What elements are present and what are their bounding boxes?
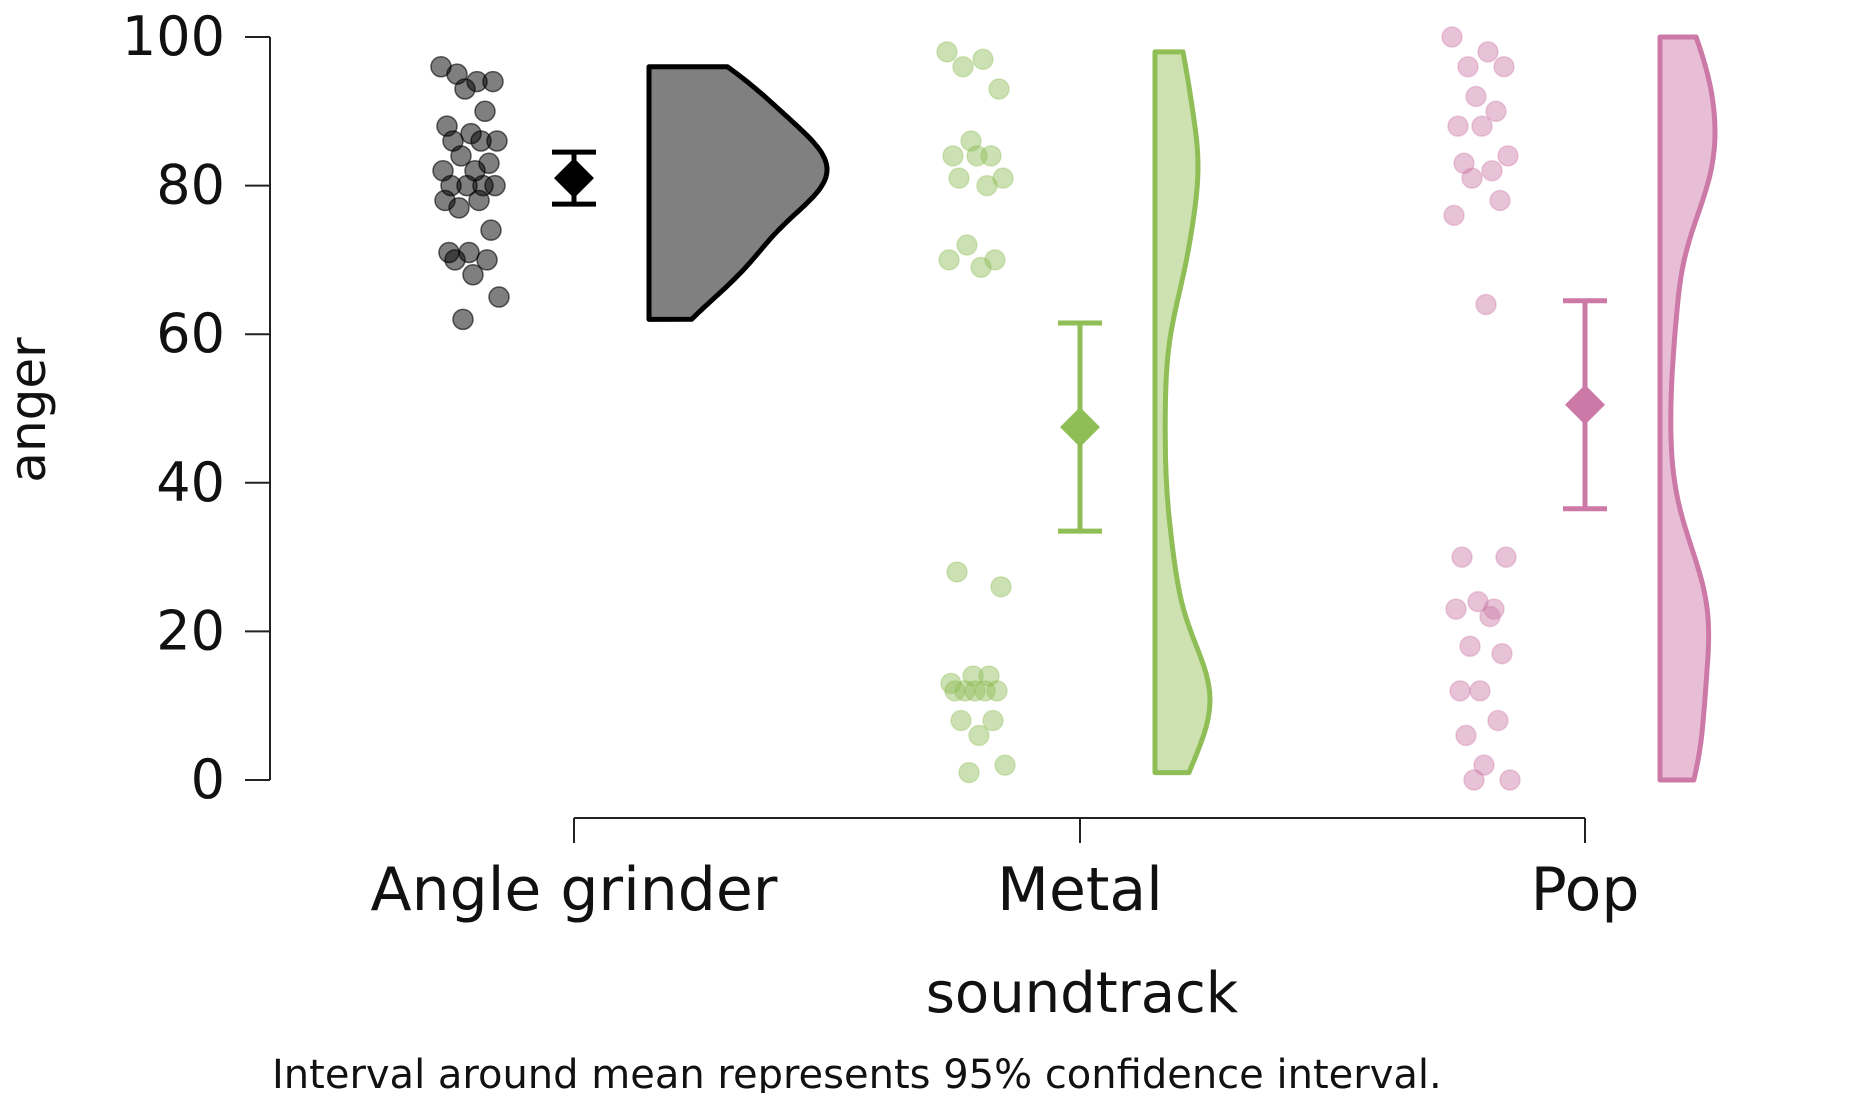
- data-point: [956, 234, 978, 256]
- groups: [430, 26, 1718, 791]
- group-angle-grinder: [430, 55, 830, 331]
- mean-marker: [554, 158, 594, 199]
- data-point: [936, 41, 958, 63]
- data-point: [448, 197, 470, 219]
- data-point: [1481, 159, 1503, 182]
- data-point: [1463, 769, 1485, 791]
- data-point: [992, 167, 1014, 189]
- data-point: [1489, 189, 1511, 212]
- group-pop: [1441, 26, 1718, 791]
- data-point: [1471, 115, 1493, 137]
- density-half-violin: [1657, 34, 1718, 783]
- data-point: [482, 70, 504, 93]
- data-point: [964, 680, 986, 702]
- data-point: [452, 308, 474, 331]
- data-point: [962, 665, 984, 687]
- y-tick-label: 20: [156, 599, 225, 662]
- data-point: [1449, 680, 1471, 702]
- data-point: [1455, 724, 1477, 747]
- caption: Interval around mean represents 95% conf…: [272, 1052, 1442, 1093]
- y-axis-label: anger: [0, 337, 57, 483]
- data-point: [1473, 754, 1495, 776]
- data-point: [938, 249, 960, 271]
- data-point: [1461, 167, 1483, 189]
- data-point: [948, 167, 970, 189]
- data-point: [946, 561, 968, 583]
- data-point: [470, 130, 492, 152]
- data-point: [1475, 293, 1497, 316]
- data-point: [940, 672, 962, 695]
- x-tick-label: Metal: [997, 855, 1163, 925]
- data-point: [1457, 55, 1479, 78]
- data-point: [480, 219, 502, 241]
- data-point: [1441, 26, 1463, 48]
- x-tick-label: Pop: [1531, 855, 1640, 925]
- data-point: [462, 264, 484, 286]
- data-point: [1443, 204, 1465, 227]
- data-point: [1467, 590, 1489, 613]
- x-tick-label: Angle grinder: [371, 855, 778, 925]
- data-point: [454, 78, 476, 100]
- data-point: [972, 48, 994, 71]
- data-point: [468, 189, 490, 212]
- data-point: [984, 249, 1006, 271]
- data-point: [976, 174, 998, 197]
- data-point: [1465, 85, 1487, 108]
- y-tick-label: 80: [156, 154, 225, 217]
- data-point: [1499, 769, 1521, 791]
- data-point: [954, 680, 976, 702]
- data-point: [1459, 635, 1481, 658]
- data-point: [444, 249, 466, 271]
- y-tick-label: 0: [191, 748, 225, 811]
- data-point: [994, 754, 1016, 776]
- density-half-violin: [1152, 49, 1213, 776]
- data-point: [974, 680, 996, 702]
- mean-marker: [1060, 407, 1100, 448]
- data-point: [980, 145, 1002, 167]
- data-point: [1487, 709, 1509, 732]
- group-metal: [936, 41, 1213, 784]
- data-point: [1447, 115, 1469, 137]
- density-half-violin: [646, 64, 830, 322]
- data-point: [1445, 598, 1467, 620]
- data-point: [1451, 546, 1473, 568]
- data-point: [1483, 598, 1505, 620]
- data-point: [1491, 642, 1513, 665]
- data-point: [450, 145, 472, 167]
- data-point: [960, 130, 982, 152]
- y-tick-label: 40: [156, 451, 225, 514]
- data-point: [958, 761, 980, 784]
- data-point: [988, 78, 1010, 100]
- y-tick-label: 60: [156, 302, 225, 365]
- data-point: [1479, 605, 1501, 628]
- data-point: [1493, 55, 1515, 78]
- data-point: [1453, 152, 1475, 175]
- data-point: [970, 256, 992, 279]
- data-point: [1485, 100, 1507, 123]
- data-point: [1477, 41, 1499, 63]
- data-point: [476, 249, 498, 271]
- data-point: [982, 709, 1004, 732]
- data-point: [966, 145, 988, 167]
- data-point: [1495, 546, 1517, 568]
- data-point: [968, 724, 990, 747]
- data-point: [950, 709, 972, 732]
- data-point: [990, 576, 1012, 598]
- data-point: [488, 286, 510, 308]
- x-axis-label: soundtrack: [926, 961, 1239, 1026]
- data-point: [1497, 145, 1519, 167]
- data-point: [1469, 680, 1491, 702]
- data-point: [952, 55, 974, 78]
- data-point: [942, 145, 964, 167]
- y-tick-label: 100: [122, 5, 225, 68]
- data-point: [944, 680, 966, 702]
- data-point: [986, 680, 1008, 702]
- data-point: [474, 100, 496, 123]
- mean-marker: [1565, 384, 1605, 425]
- data-point: [978, 665, 1000, 687]
